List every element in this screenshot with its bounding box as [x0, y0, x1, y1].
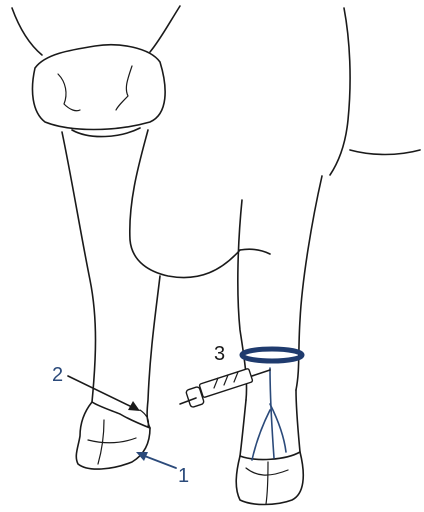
- muzzle-outline: [32, 45, 165, 130]
- nostril-left: [58, 74, 80, 111]
- cow-head: [12, 6, 180, 137]
- label-2: 2: [52, 364, 63, 386]
- left-hoof: [76, 402, 150, 469]
- right-leg: [236, 176, 322, 505]
- label-1: 1: [178, 465, 189, 487]
- callout-1: 1: [136, 452, 189, 487]
- label-3: 3: [214, 343, 225, 365]
- cow-body: [130, 8, 420, 278]
- tourniquet-band: [242, 349, 302, 361]
- leg-veins: [252, 368, 286, 460]
- syringe-icon: [180, 368, 270, 407]
- left-leg: [62, 132, 160, 469]
- right-hoof: [236, 452, 303, 505]
- vein-branch-left: [252, 410, 270, 460]
- nostril-right: [116, 66, 132, 110]
